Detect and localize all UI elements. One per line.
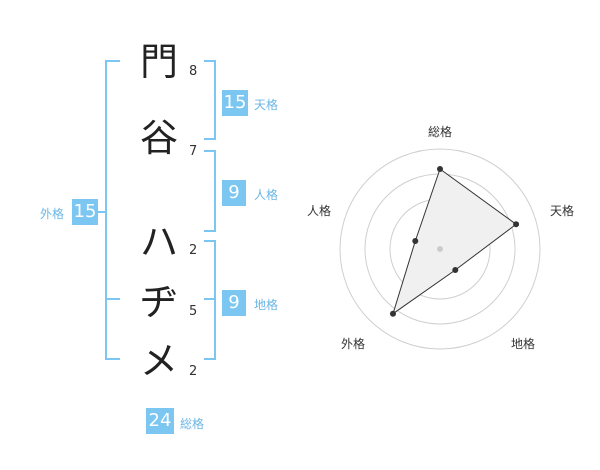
radar-point bbox=[513, 221, 520, 228]
radar-center bbox=[437, 246, 443, 252]
radar-chart bbox=[339, 148, 541, 350]
radar-label-soukaku: 総格 bbox=[428, 125, 453, 139]
name-char-1: 門 bbox=[139, 40, 178, 84]
tenkaku-value: 15 bbox=[222, 90, 248, 116]
name-char-5: メ bbox=[139, 339, 178, 383]
stroke-count-1: 8 bbox=[189, 64, 198, 79]
gaikaku-label: 外格 bbox=[40, 207, 65, 221]
chikaku-value: 9 bbox=[222, 290, 246, 316]
radar-polygon bbox=[392, 168, 517, 315]
jinkaku-label: 人格 bbox=[254, 188, 279, 202]
radar-point bbox=[437, 166, 443, 172]
radar-label-gaikaku: 外格 bbox=[341, 337, 366, 351]
stroke-count-3: 2 bbox=[189, 243, 198, 258]
name-char-2: 谷 bbox=[139, 116, 178, 160]
radar-label-tenkaku: 天格 bbox=[550, 204, 575, 218]
stroke-count-4: 5 bbox=[189, 304, 198, 319]
soukaku-label: 総格 bbox=[180, 417, 205, 431]
radar-point bbox=[452, 267, 459, 274]
radar-point bbox=[389, 310, 396, 317]
soukaku-value: 24 bbox=[146, 408, 174, 434]
name-char-3: ハ bbox=[139, 220, 178, 264]
radar-point bbox=[412, 237, 419, 244]
chikaku-label: 地格 bbox=[254, 298, 279, 312]
stroke-count-5: 2 bbox=[189, 364, 198, 379]
radar-ring bbox=[339, 148, 541, 350]
tenkaku-label: 天格 bbox=[254, 98, 279, 112]
jinkaku-value: 9 bbox=[222, 180, 246, 206]
stroke-count-2: 7 bbox=[189, 144, 198, 159]
gaikaku-value: 15 bbox=[72, 199, 98, 225]
radar-points bbox=[389, 166, 520, 317]
radar-label-chikaku: 地格 bbox=[511, 337, 536, 351]
name-char-4: ヂ bbox=[139, 280, 178, 324]
radar-label-jinkaku: 人格 bbox=[307, 204, 332, 218]
